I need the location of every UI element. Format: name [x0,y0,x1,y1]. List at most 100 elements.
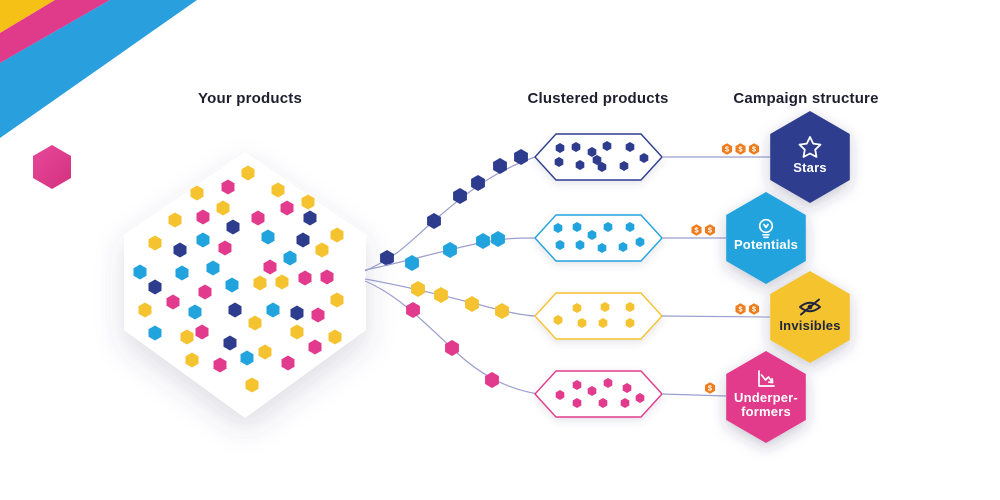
lightbulb-icon [758,218,774,239]
flow-invisibles: Invisibles $$ [364,271,850,363]
cluster-bead-hexagon [622,383,632,393]
cluster-bead-hexagon [598,318,608,328]
campaign-label-stars: Stars [793,160,827,175]
dollar-coin-symbol: $ [738,305,743,314]
campaign-label-potentials: Potentials [734,237,798,252]
product-hexagon-item [228,302,242,318]
campaign-label-underperformers-line2: formers [741,404,791,419]
flow-potentials-dynamic: $$ [405,222,716,271]
product-hexagon-item [258,344,272,360]
product-hexagon-item [195,324,209,340]
dollar-coin-symbol: $ [752,145,757,154]
dollar-coin-icon [748,143,760,155]
cluster-bead-hexagon [575,160,585,170]
product-hexagon-item [206,260,220,276]
campaign-hexagon-invisibles [770,271,850,363]
flow-underperformers: Underper- formers $ [364,280,806,443]
path-bead-hexagon [514,149,528,165]
cluster-bead-hexagon [553,223,563,233]
dollar-coin-symbol: $ [694,226,699,235]
dollar-coin-icon [691,224,702,236]
dollar-coin-icon [704,382,716,394]
product-hexagon-item [196,232,210,248]
product-hexagon-item [196,209,210,225]
eye-off-icon [799,298,821,316]
cluster-bead-hexagon [597,162,607,172]
cluster-bead-hexagon [635,237,645,247]
product-hexagon-item [148,279,162,295]
path-bead-hexagon [380,250,394,266]
path-bead-hexagon [445,340,459,356]
chart-down-icon [758,370,775,387]
cluster-bead-hexagon [603,378,613,388]
product-hexagon-item [251,210,265,226]
product-hexagon-item [311,307,325,323]
cluster-bead-hexagon [554,157,564,167]
product-hexagon-item [216,200,230,216]
product-hexagon-item [253,275,267,291]
product-hexagon-item [173,242,187,258]
product-hexagon-item [328,329,342,345]
product-hexagon-item [213,357,227,373]
flow-underperformers-dynamic: $ [406,302,716,408]
cluster-bead-hexagon [572,398,582,408]
product-hexagon-item [330,292,344,308]
product-hexagon-item [218,240,232,256]
path-bead-hexagon [491,231,505,247]
cluster-bead-hexagon [639,153,649,163]
product-hexagon-item [290,324,304,340]
product-hexagon-item [281,355,295,371]
product-hexagon-item [308,339,322,355]
product-hexagon-item [261,229,275,245]
cluster-bead-hexagon [635,393,645,403]
header-your-products: Your products [198,90,302,107]
product-scatter-group [133,165,344,393]
product-hexagon-item [148,235,162,251]
corner-stripe-blue [0,0,197,138]
cluster-bead-hexagon [587,230,597,240]
cluster-bead-hexagon [600,302,610,312]
cluster-bead-hexagon [620,398,630,408]
cluster-bead-hexagon [625,142,635,152]
cluster-bead-hexagon [597,243,607,253]
product-hexagon-item [185,352,199,368]
header-clustered-products: Clustered products [527,90,668,107]
path-bead-hexagon [485,372,499,388]
cluster-bead-hexagon [618,242,628,252]
connector-curve-potentials [364,237,536,271]
campaign-hexagon-underperformers [726,351,806,443]
path-bead-hexagon [406,302,420,318]
cluster-bead-hexagon [598,398,608,408]
cluster-bead-hexagon [602,141,612,151]
path-bead-hexagon [493,158,507,174]
cluster-bead-hexagon [625,318,635,328]
flow-stars: Stars $$$ [364,111,850,272]
star-icon [798,136,822,158]
product-hexagon-item [296,232,310,248]
product-hexagon-item [301,194,315,210]
budget-line-invisibles [661,315,771,318]
product-hexagon-item [280,200,294,216]
cluster-capsule-underperformers [534,370,663,418]
cluster-bead-hexagon [555,240,565,250]
product-hexagon-item [266,302,280,318]
product-hexagon-item [226,219,240,235]
campaign-label-invisibles: Invisibles [779,318,840,333]
product-hexagon-item [225,277,239,293]
cluster-bead-hexagon [571,142,581,152]
dollar-coin-symbol: $ [708,226,713,235]
cluster-bead-hexagon [587,386,597,396]
product-hexagon-item [168,212,182,228]
product-hexagon-item [188,304,202,320]
cluster-bead-hexagon [625,302,635,312]
product-hexagon-item [248,315,262,331]
cluster-bead-hexagon [625,222,635,232]
cluster-bead-hexagon [577,318,587,328]
product-hexagon-item [303,210,317,226]
dollar-coin-icon [704,224,716,236]
dollar-coin-icon [735,143,746,155]
cluster-bead-hexagon [553,315,563,325]
product-hexagon-item [320,269,334,285]
path-bead-hexagon [411,281,425,297]
